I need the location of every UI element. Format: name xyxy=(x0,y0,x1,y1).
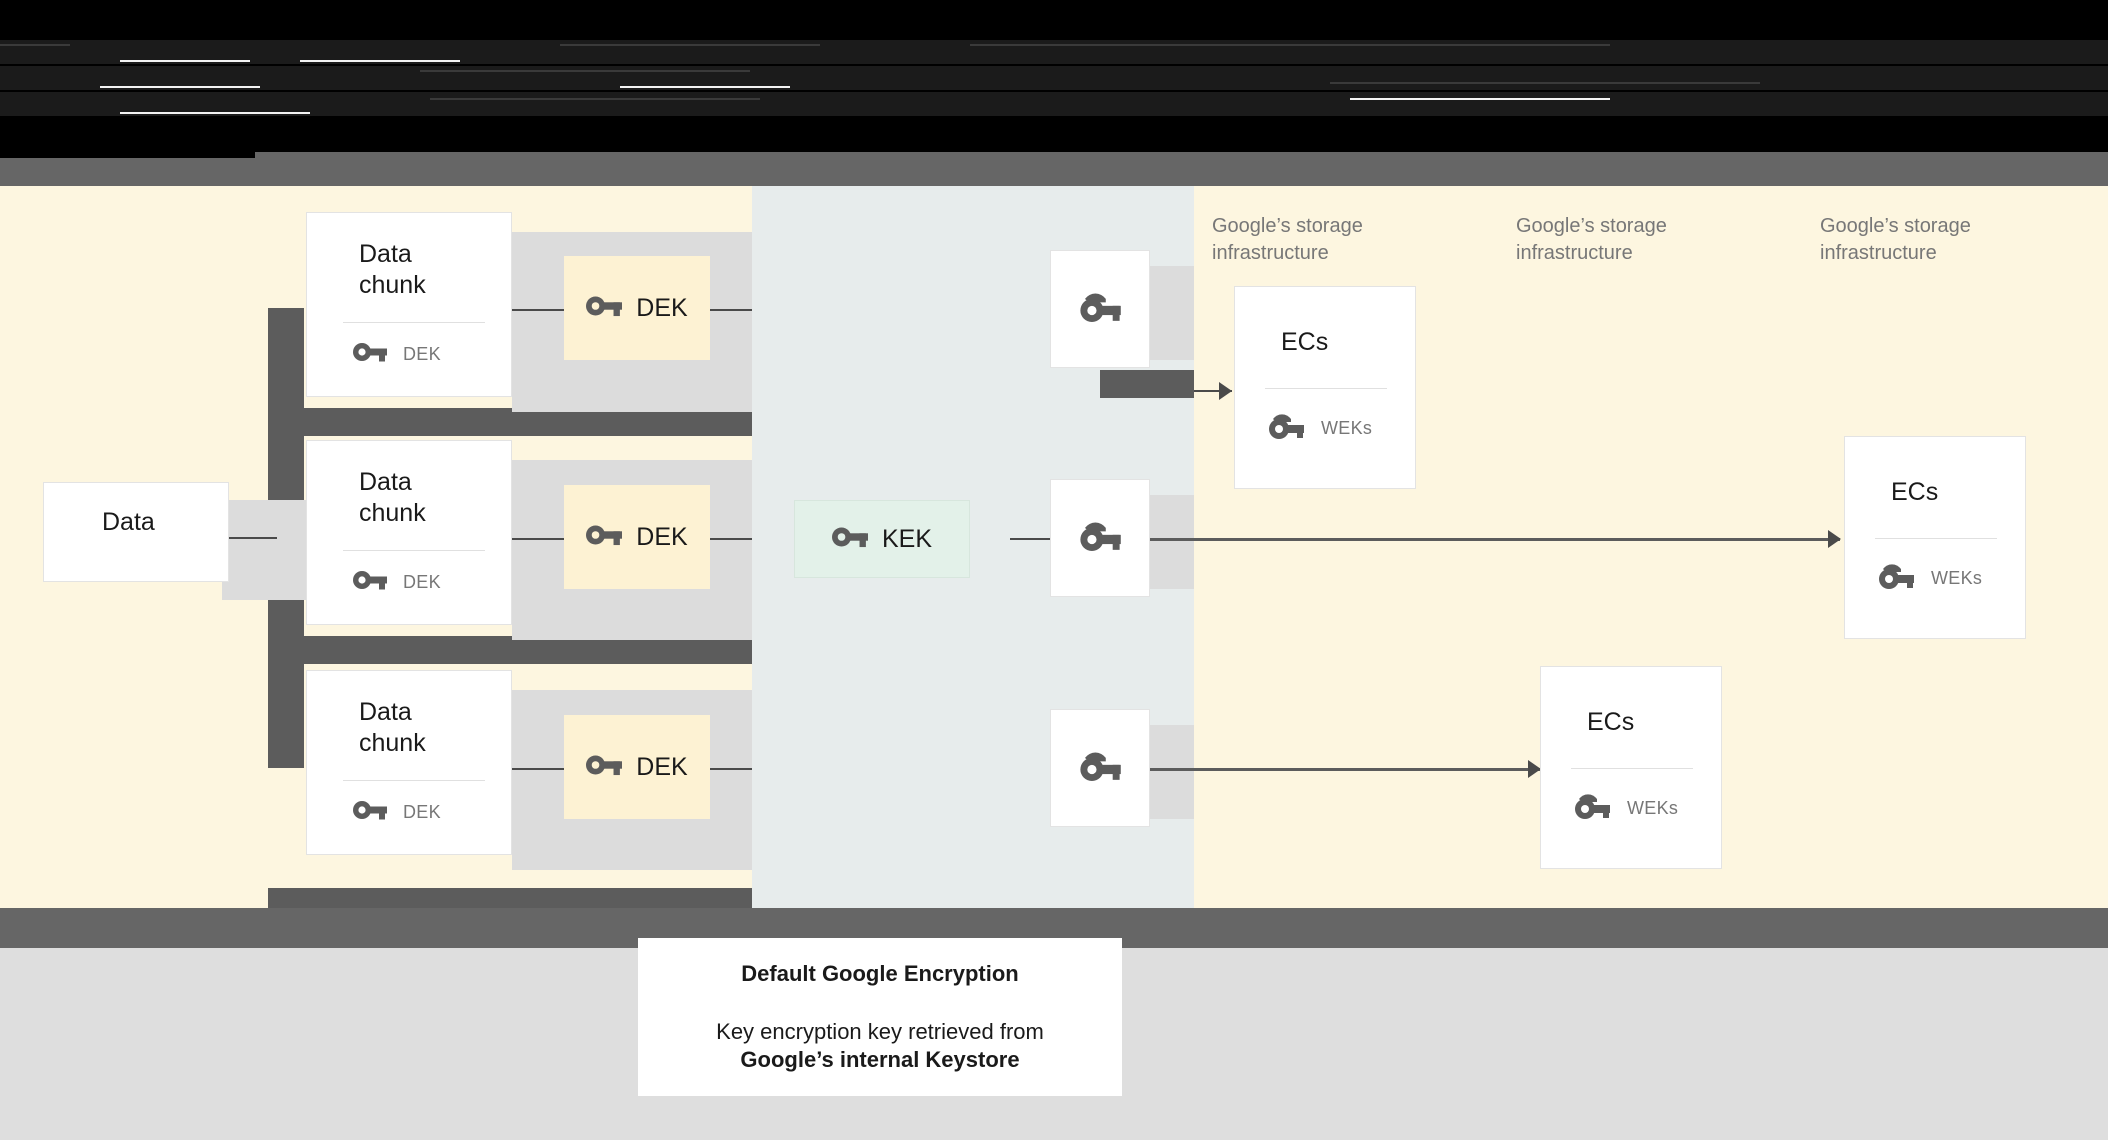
connector-dek2-wek2 xyxy=(710,538,752,540)
arrow-head-to-ec2 xyxy=(1828,530,1841,548)
wek-box-1[interactable] xyxy=(1050,250,1150,368)
dek-chip-1[interactable]: DEK xyxy=(564,256,710,360)
connector-dek3-wek3 xyxy=(710,768,752,770)
caption-heading: Default Google Encryption xyxy=(741,961,1019,987)
key-icon xyxy=(1079,292,1121,327)
connector-kek-wek2 xyxy=(1010,538,1050,540)
connector-data-to-bracket xyxy=(229,537,277,539)
chunk-card-3[interactable]: Data chunk DEK xyxy=(306,670,512,855)
card-divider xyxy=(1875,537,1997,539)
data-node[interactable]: Data xyxy=(43,482,229,582)
card-divider xyxy=(1571,767,1693,769)
key-icon xyxy=(353,341,387,368)
chunk-card-1[interactable]: Data chunk DEK xyxy=(306,212,512,397)
dek-chip-label-3: DEK xyxy=(636,752,688,781)
chunk-key-label-1: DEK xyxy=(403,344,441,364)
dek-chip-3[interactable]: DEK xyxy=(564,715,710,819)
fanout-bracket-arm-3 xyxy=(268,888,752,908)
card-divider xyxy=(1265,387,1387,389)
ec-key-label-3: WEKs xyxy=(1627,797,1679,818)
ec-title-3: ECs xyxy=(1587,708,1635,736)
card-divider xyxy=(343,780,485,781)
key-icon xyxy=(353,799,387,826)
connector-dek1-wek1 xyxy=(710,309,752,311)
connector-chunk2-dek2 xyxy=(512,538,564,540)
infra-label-2: Google’s storage infrastructure xyxy=(1516,215,1667,264)
chunk-title-1: Data chunk xyxy=(359,240,426,299)
arrow-head-to-ec3 xyxy=(1528,760,1541,778)
key-icon xyxy=(1267,413,1305,444)
caption-box: Default Google Encryption Key encryption… xyxy=(638,938,1122,1096)
chunk-key-label-2: DEK xyxy=(403,572,441,592)
ec-card-2[interactable]: ECs WEKs xyxy=(1844,436,2026,639)
dek-chip-label-2: DEK xyxy=(636,522,688,551)
dek-chip-label-1: DEK xyxy=(636,293,688,322)
connector-chunk1-dek1 xyxy=(512,309,564,311)
chunk-key-label-3: DEK xyxy=(403,802,441,822)
infra-label-1: Google’s storage infrastructure xyxy=(1212,215,1363,264)
chunk-title-2: Data chunk xyxy=(359,468,426,527)
fanout-bracket-arm-1 xyxy=(268,408,752,436)
band-divider-top xyxy=(0,158,2108,186)
key-icon xyxy=(1079,521,1121,556)
caption-line-2: Google’s internal Keystore xyxy=(740,1046,1020,1072)
key-icon xyxy=(831,525,868,554)
key-icon xyxy=(586,523,623,552)
data-node-shadow xyxy=(222,500,322,600)
arrow-line-to-ec1 xyxy=(1194,390,1232,392)
key-icon xyxy=(1079,751,1121,786)
wek-box-3[interactable] xyxy=(1050,709,1150,827)
kek-chip[interactable]: KEK xyxy=(794,500,970,578)
infra-label-3: Google’s storage infrastructure xyxy=(1820,215,1971,264)
connector-chunk3-dek3 xyxy=(512,768,564,770)
data-node-label: Data xyxy=(102,508,155,536)
browser-chrome-obscured xyxy=(0,0,2108,158)
ec-key-label-2: WEKs xyxy=(1931,567,1983,588)
arrow-line-to-ec2 xyxy=(1150,538,1840,541)
key-icon xyxy=(353,569,387,596)
ec-card-3[interactable]: ECs WEKs xyxy=(1540,666,1722,869)
chunk-title-3: Data chunk xyxy=(359,698,426,757)
key-icon xyxy=(1573,793,1611,824)
chunk-card-2[interactable]: Data chunk DEK xyxy=(306,440,512,625)
arrow-line-to-ec3 xyxy=(1150,768,1540,771)
caption-line-1: Key encryption key retrieved from xyxy=(716,1019,1044,1045)
ec-key-label-1: WEKs xyxy=(1321,417,1373,438)
wek-box-2[interactable] xyxy=(1050,479,1150,597)
key-icon xyxy=(1877,563,1915,594)
ec-title-2: ECs xyxy=(1891,478,1939,506)
card-divider xyxy=(343,550,485,551)
arrow-head-to-ec1 xyxy=(1219,382,1232,400)
ec-title-1: ECs xyxy=(1281,328,1329,356)
key-icon xyxy=(586,753,623,782)
ec-card-1[interactable]: ECs WEKs xyxy=(1234,286,1416,489)
fanout-bracket-arm-2 xyxy=(268,636,752,664)
wek-to-ec-bar-1 xyxy=(1100,370,1194,398)
kek-chip-label: KEK xyxy=(881,524,933,553)
dek-chip-2[interactable]: DEK xyxy=(564,485,710,589)
key-icon xyxy=(586,294,623,323)
card-divider xyxy=(343,322,485,323)
